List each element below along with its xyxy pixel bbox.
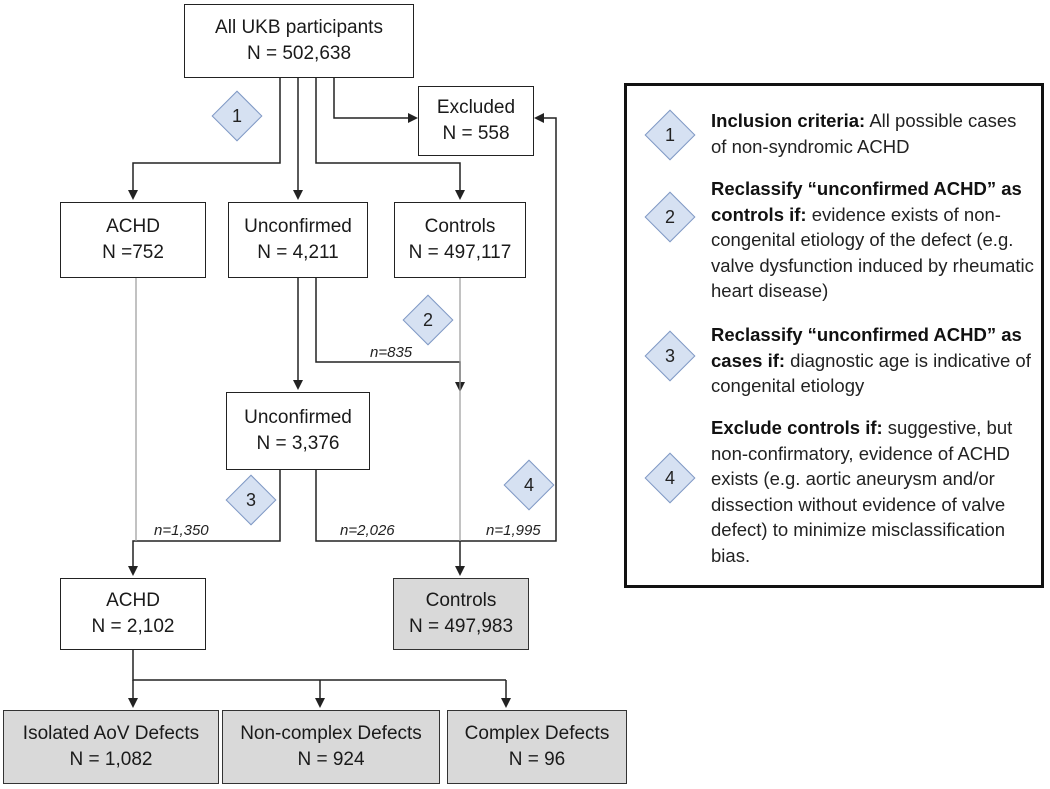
step-marker-number: 3: [245, 489, 256, 510]
box-count: N = 497,983: [408, 616, 514, 637]
box-title: Complex Defects: [464, 723, 610, 745]
box-count: N = 502,638: [246, 43, 352, 64]
box-count: N = 96: [508, 749, 566, 770]
box-title: Unconfirmed: [244, 407, 352, 429]
box-count: N = 2,102: [91, 616, 175, 637]
all-ukb-participants-box: All UKB participants N = 502,638: [184, 4, 414, 78]
box-count: N = 924: [297, 749, 365, 770]
criteria-legend: 1 Inclusion criteria: All possible cases…: [624, 83, 1044, 588]
legend-item-text: suggestive, but non-confirmatory, eviden…: [711, 417, 1013, 566]
box-title: ACHD: [106, 216, 160, 238]
legend-marker-number: 3: [664, 345, 675, 366]
box-count: N = 3,376: [256, 433, 340, 454]
box-count: N =752: [102, 242, 164, 263]
step-marker-number: 4: [523, 474, 534, 495]
box-count: N = 1,082: [69, 749, 153, 770]
legend-item-heading: Reclassify “unconfirmed ACHD” as cases i…: [711, 324, 1022, 371]
achd-box: ACHD N =752: [60, 202, 206, 278]
connector-all-to-achd: [128, 78, 281, 200]
unconfirmed-reclassified-box: Unconfirmed N = 3,376: [226, 392, 370, 470]
box-title: Non-complex Defects: [240, 723, 422, 745]
connector-all-to-excluded: [333, 78, 418, 123]
legend-marker-number: 2: [664, 206, 675, 227]
legend-item-heading: Inclusion criteria:: [711, 110, 866, 131]
flow-label-n2026: n=2,026: [340, 522, 395, 539]
legend-marker-number: 1: [664, 124, 675, 145]
legend-marker-number: 4: [664, 467, 675, 488]
connector-controls-to-excluded: [460, 113, 557, 542]
excluded-box: Excluded N = 558: [418, 86, 534, 156]
box-title: Controls: [424, 216, 496, 238]
flow-label-n1995: n=1,995: [486, 522, 541, 539]
controls-final-box: Controls N = 497,983: [393, 578, 529, 650]
complex-defects-box: Complex Defects N = 96: [447, 710, 627, 784]
legend-item-heading: Exclude controls if:: [711, 417, 883, 438]
box-title: Unconfirmed: [244, 216, 352, 238]
connector-all-to-controls: [315, 78, 465, 200]
legend-item-text: All possible cases of non-syndromic ACHD: [711, 110, 1017, 157]
legend-item-text: diagnostic age is indicative of congenit…: [711, 349, 1031, 397]
controls-box: Controls N = 497,117: [394, 202, 526, 278]
isolated-aov-defects-box: Isolated AoV Defects N = 1,082: [3, 710, 219, 784]
flow-label-n835: n=835: [370, 344, 413, 361]
unconfirmed-box: Unconfirmed N = 4,211: [228, 202, 368, 278]
box-count: N = 4,211: [257, 242, 339, 263]
box-title: Isolated AoV Defects: [22, 723, 200, 745]
legend-item-exclude-controls: Exclude controls if: suggestive, but non…: [711, 415, 1036, 568]
achd-final-box: ACHD N = 2,102: [60, 578, 206, 650]
box-count: N = 497,117: [408, 242, 512, 263]
box-title: All UKB participants: [215, 17, 383, 39]
legend-item-text: evidence exists of non-congenital etiolo…: [711, 203, 1034, 302]
flow-label-n1350: n=1,350: [154, 522, 209, 539]
step-marker-number: 2: [422, 309, 433, 330]
box-count: N = 558: [442, 123, 510, 144]
connector-unconfirmed2-to-controls: [315, 470, 460, 542]
box-title: Excluded: [436, 97, 516, 119]
legend-item-inclusion: Inclusion criteria: All possible cases o…: [711, 108, 1036, 159]
connector-unconfirmed2-to-achd: [128, 470, 281, 576]
legend-item-reclassify-cases: Reclassify “unconfirmed ACHD” as cases i…: [711, 322, 1036, 399]
connector-achd-to-subgroups: [132, 650, 506, 681]
box-title: Controls: [425, 590, 497, 612]
legend-item-reclassify-controls: Reclassify “unconfirmed ACHD” as control…: [711, 176, 1036, 304]
legend-item-heading: Reclassify “unconfirmed ACHD” as control…: [711, 178, 1022, 225]
non-complex-defects-box: Non-complex Defects N = 924: [222, 710, 440, 784]
step-marker-number: 1: [231, 105, 242, 126]
box-title: ACHD: [106, 590, 160, 612]
